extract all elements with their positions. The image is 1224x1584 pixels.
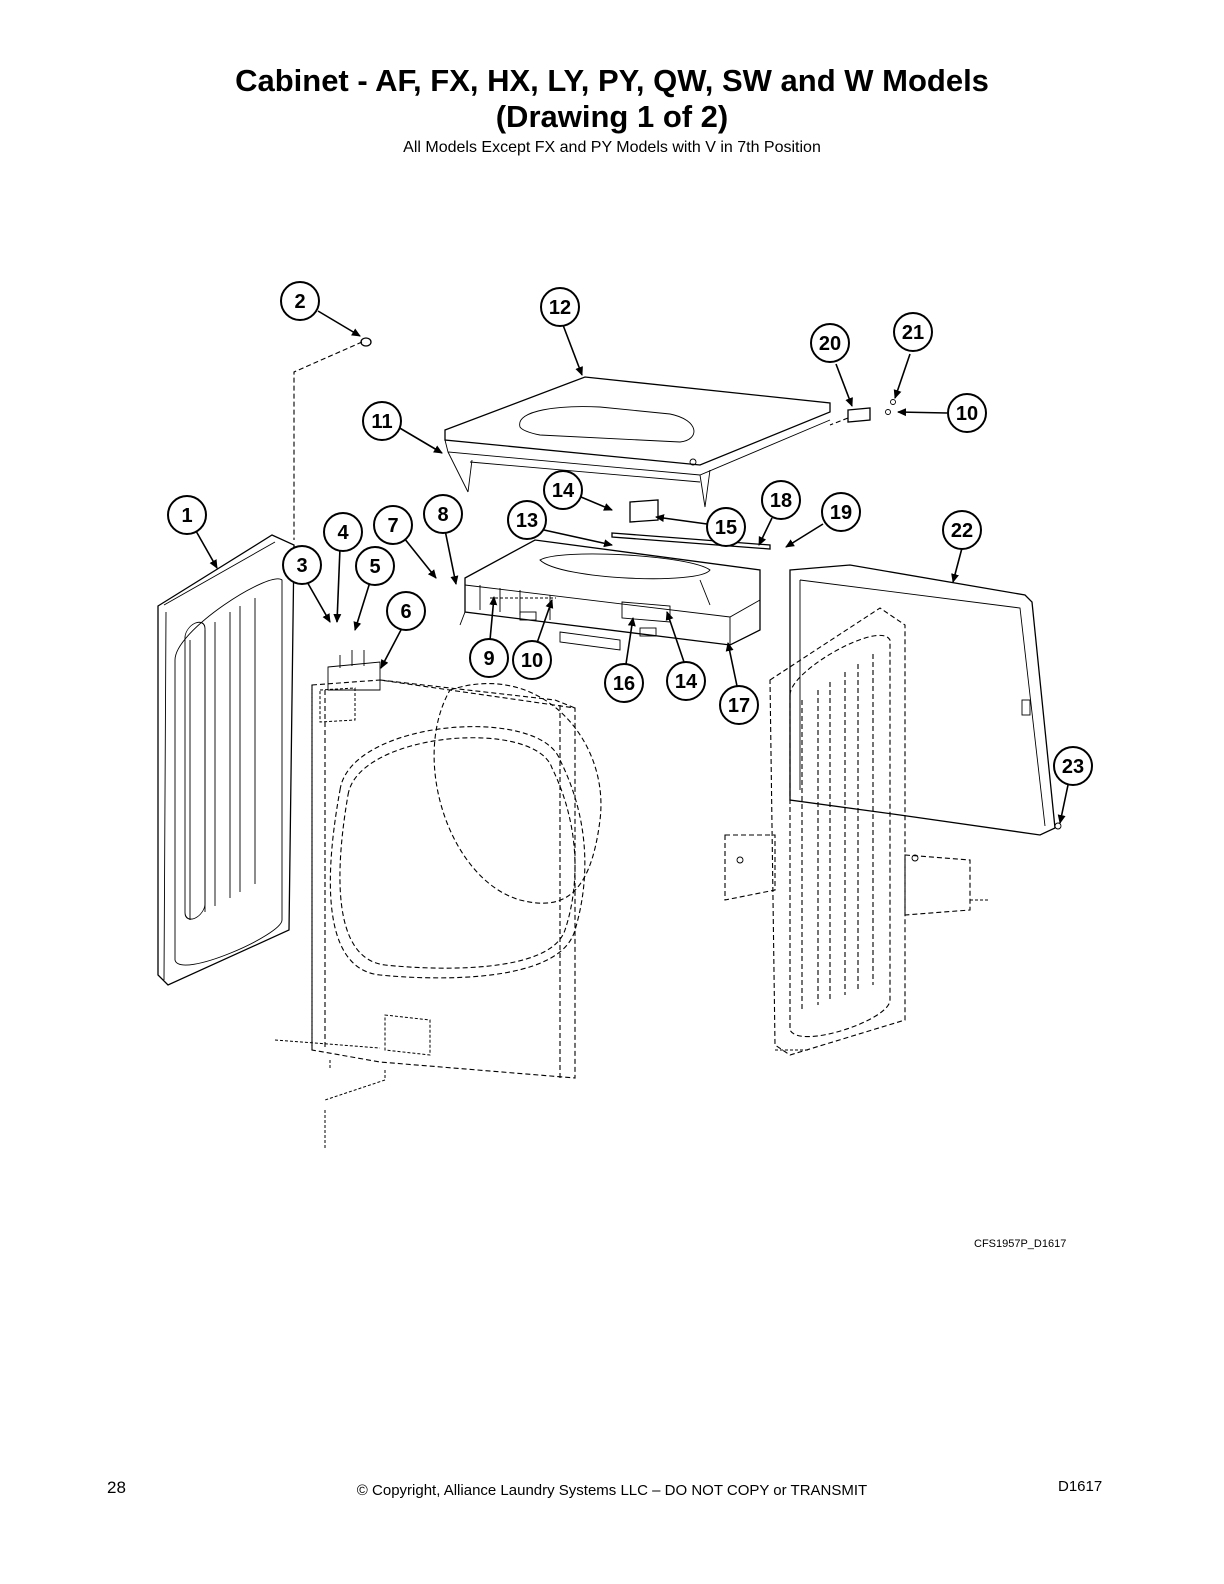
svg-text:9: 9 <box>483 648 494 670</box>
callout-3: 3 <box>282 545 322 585</box>
callout-19: 19 <box>821 492 861 532</box>
switch-bracket <box>847 407 871 423</box>
callout-16: 16 <box>604 663 644 703</box>
svg-text:5: 5 <box>369 556 380 578</box>
screw <box>890 399 896 405</box>
svg-text:15: 15 <box>715 517 737 539</box>
leader-line <box>293 341 363 540</box>
rear-bracket <box>724 834 990 1051</box>
callout-9: 9 <box>469 638 509 678</box>
callout-21: 21 <box>893 312 933 352</box>
callout-10c: 10 <box>947 393 987 433</box>
callout-12: 12 <box>540 287 580 327</box>
plug-part <box>360 337 372 347</box>
screw <box>885 409 891 415</box>
small-bracket <box>629 499 659 523</box>
callout-18: 18 <box>761 480 801 520</box>
svg-text:13: 13 <box>516 510 538 532</box>
svg-text:10: 10 <box>956 403 978 425</box>
callout-20: 20 <box>810 323 850 363</box>
callout-7: 7 <box>373 505 413 545</box>
callout-6: 6 <box>386 591 426 631</box>
page-number: 28 <box>107 1478 126 1497</box>
page-subtitle: All Models Except FX and PY Models with … <box>403 139 821 156</box>
callout-5: 5 <box>355 546 395 586</box>
svg-text:6: 6 <box>400 601 411 623</box>
callout-10: 10 <box>512 640 552 680</box>
callout-17: 17 <box>719 685 759 725</box>
callout-13: 13 <box>507 500 547 540</box>
svg-text:14: 14 <box>552 480 575 502</box>
svg-text:14: 14 <box>675 671 698 693</box>
svg-text:21: 21 <box>902 322 924 344</box>
left-side-panel <box>157 534 295 986</box>
callout-15: 15 <box>706 507 746 547</box>
drawing-code: CFS1957P_D1617 <box>974 1238 1067 1250</box>
page-title-drawing-number: (Drawing 1 of 2) <box>495 99 729 134</box>
svg-text:4: 4 <box>337 522 349 544</box>
svg-text:20: 20 <box>819 333 841 355</box>
callout-23: 23 <box>1053 746 1093 786</box>
svg-text:1: 1 <box>181 505 192 527</box>
top-panel <box>444 376 831 508</box>
document-code: D1617 <box>1058 1478 1103 1495</box>
svg-text:16: 16 <box>613 673 635 695</box>
control-bracket <box>459 539 761 651</box>
callout-22: 22 <box>942 510 982 550</box>
callout-4: 4 <box>323 512 363 552</box>
right-side-panel <box>769 607 906 1056</box>
svg-text:18: 18 <box>770 490 792 512</box>
callout-2: 2 <box>280 281 320 321</box>
svg-text:7: 7 <box>387 515 398 537</box>
callout-1: 1 <box>167 495 207 535</box>
svg-text:8: 8 <box>437 504 448 526</box>
rod <box>611 532 771 550</box>
svg-text:19: 19 <box>830 502 852 524</box>
page-title: Cabinet - AF, FX, HX, LY, PY, QW, SW and… <box>235 63 989 98</box>
svg-text:23: 23 <box>1062 756 1084 778</box>
leader-line <box>829 417 849 426</box>
callout-8: 8 <box>423 494 463 534</box>
svg-text:10: 10 <box>521 650 543 672</box>
svg-text:12: 12 <box>549 297 571 319</box>
rear-panel-frame <box>789 564 1056 836</box>
front-panel <box>274 650 602 1150</box>
svg-text:17: 17 <box>728 695 750 717</box>
callout-11: 11 <box>362 401 402 441</box>
screw <box>1054 822 1062 830</box>
svg-text:11: 11 <box>371 411 392 433</box>
copyright-notice: © Copyright, Alliance Laundry Systems LL… <box>356 1482 868 1499</box>
svg-text:22: 22 <box>951 520 973 542</box>
callout-14b: 14 <box>666 661 706 701</box>
svg-text:3: 3 <box>296 555 307 577</box>
callout-leaders <box>195 310 1069 824</box>
svg-text:2: 2 <box>294 291 305 313</box>
callout-14: 14 <box>543 470 583 510</box>
